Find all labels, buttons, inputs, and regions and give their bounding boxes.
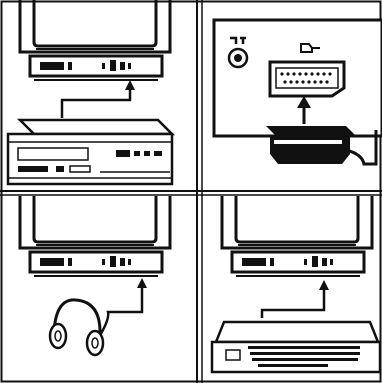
scart-plug-icon (266, 126, 378, 166)
panel-computer (210, 194, 382, 374)
panel-headphones (18, 194, 172, 357)
headphone-cable (94, 278, 147, 343)
scart-symbol-icon (300, 43, 320, 53)
video-recorder-icon (6, 118, 176, 186)
headphone-jack-icon (227, 47, 249, 69)
insert-arrow (297, 96, 311, 124)
home-computer-icon (210, 320, 382, 374)
scart-socket-icon (268, 60, 346, 98)
computer-cable (260, 280, 329, 318)
tv-set-icon (18, 0, 172, 82)
headphones-icon (48, 298, 105, 357)
tv-set-icon (18, 194, 172, 278)
vcr-cable (60, 80, 135, 118)
headphone-jack-symbol-icon (230, 36, 246, 44)
panel-scart (212, 18, 382, 166)
tv-set-icon (220, 194, 374, 278)
panel-vcr (6, 0, 176, 186)
